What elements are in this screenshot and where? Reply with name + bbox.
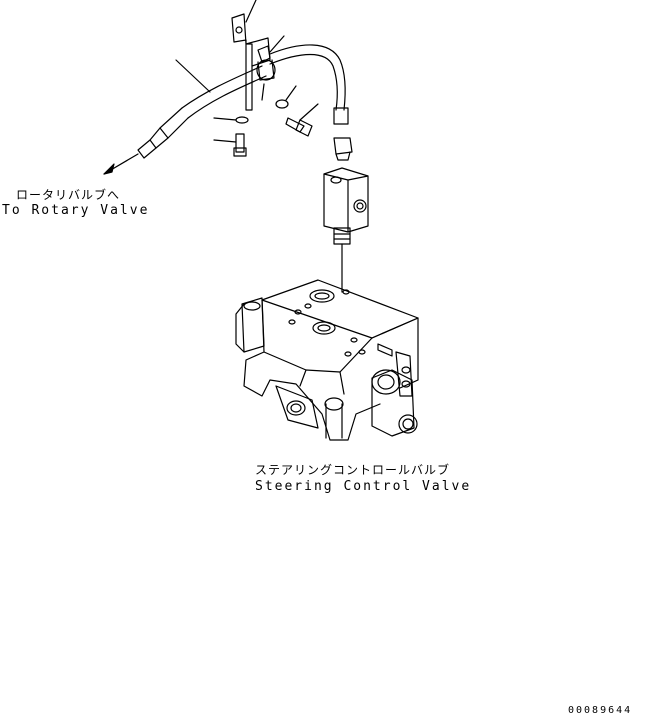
steering-control-valve xyxy=(235,279,419,441)
bolt-2 xyxy=(285,103,319,137)
hose-clamp xyxy=(256,45,276,81)
leader-line xyxy=(175,59,211,93)
rotary-valve-label-ja: ロータリバルブへ xyxy=(16,188,121,202)
washer-2 xyxy=(275,85,297,109)
hose-to-rotary-valve xyxy=(103,65,267,175)
hose-to-fitting xyxy=(269,44,349,125)
steering-valve-label-ja: ステアリングコントロールバルブ xyxy=(255,463,451,477)
adapter-fitting xyxy=(333,137,353,161)
steering-valve-label-en: Steering Control Valve xyxy=(255,479,472,494)
mounting-bracket xyxy=(231,13,271,111)
leader-line xyxy=(261,83,265,101)
leader-line xyxy=(269,35,285,53)
rotary-valve-label-en: To Rotary Valve xyxy=(2,203,150,218)
washer-1 xyxy=(213,116,249,124)
bolt-1 xyxy=(213,133,247,157)
switch-block xyxy=(323,167,369,285)
drawing-code: 00089644 xyxy=(568,705,633,716)
leader-line xyxy=(245,0,257,23)
